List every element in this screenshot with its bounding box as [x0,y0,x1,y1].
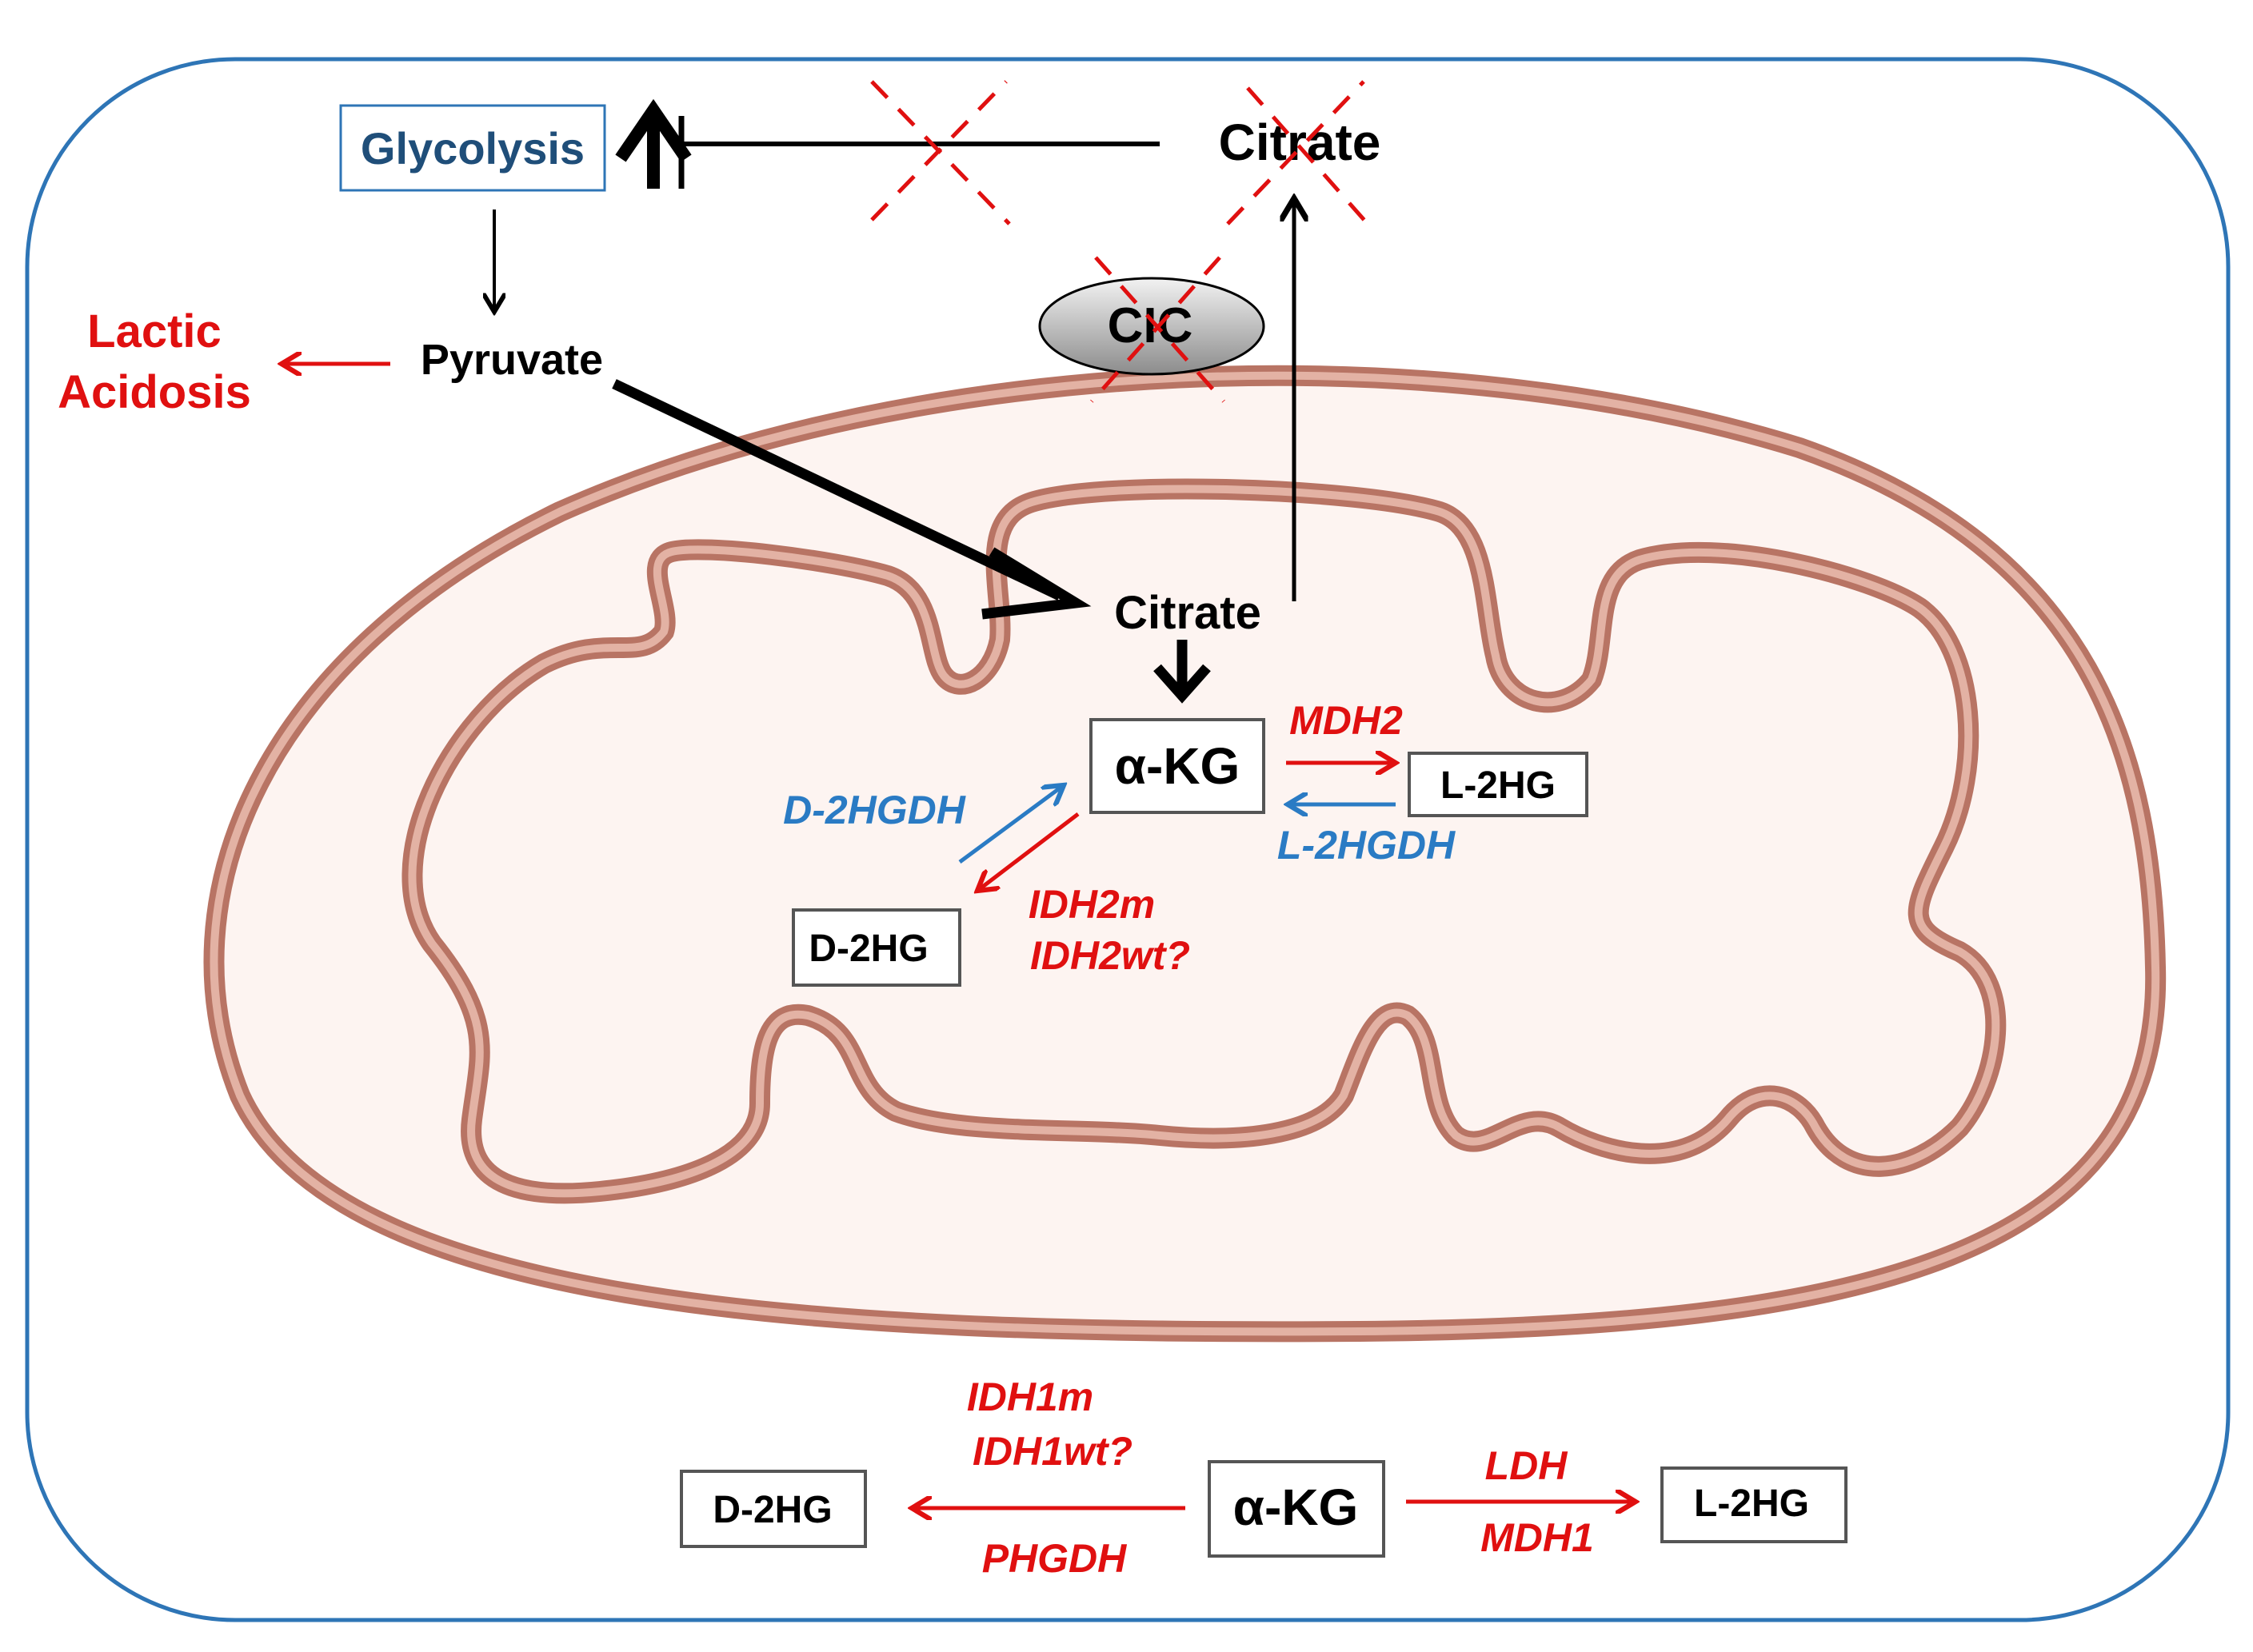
pyruvate-to-citrate-arrow [612,379,1062,601]
cic-transporter [1038,277,1265,376]
blocked-cross-cic [1090,256,1225,403]
d2hg-cyto-label: D-2HG [713,1489,832,1531]
blocked-cross-inhibition [870,80,1011,225]
citrate-mito-label: Citrate [1114,587,1261,639]
glycolysis-label: Glycolysis [361,123,585,174]
mdh2-label: MDH2 [1289,698,1403,743]
idh1m-label: IDH1m [967,1375,1093,1419]
d2hgdh-label: D-2HGDH [783,788,966,832]
glycolysis-increase-arrow [615,98,692,189]
lactic-label: Lactic [87,305,222,357]
cic-label: CIC [1108,298,1193,353]
phgdh-label: PHGDH [982,1536,1127,1581]
ldh-label: LDH [1485,1443,1568,1488]
idh2m-label: IDH2m [1029,882,1155,927]
mitochondrion [203,365,2167,1343]
d2hg-mito-label: D-2HG [809,928,928,970]
blocked-cross-citrate [1226,80,1369,225]
l2hg-cyto-label: L-2HG [1694,1482,1809,1525]
d2hgdh-arrow [958,785,1064,864]
idh2wt-label: IDH2wt? [1030,933,1190,978]
acidosis-label: Acidosis [58,366,251,418]
idh1wt-label: IDH1wt? [973,1429,1132,1474]
d2hg-cyto-box [680,1470,867,1548]
akg-mito-box [1089,718,1265,814]
l2hg-mito-label: L-2HG [1440,764,1556,807]
glycolysis-box [339,104,606,192]
mdh1-label: MDH1 [1480,1515,1594,1560]
l2hg-cyto-box [1660,1466,1848,1543]
idh2-arrow [977,812,1080,891]
akg-cyto-label: α-KG [1233,1478,1359,1536]
l2hgdh-label: L-2HGDH [1277,823,1456,868]
citrate-cytosol-label: Citrate [1219,114,1381,171]
d2hg-mito-box [792,908,961,987]
akg-mito-label: α-KG [1115,737,1240,795]
pyruvate-label: Pyruvate [421,336,603,384]
akg-cyto-box [1208,1460,1385,1558]
l2hg-mito-box [1408,752,1588,817]
